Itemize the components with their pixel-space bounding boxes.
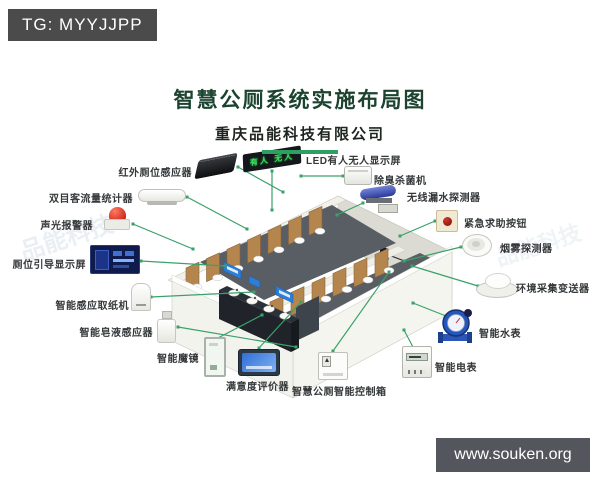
entrance-doorway (296, 296, 319, 341)
label-smart-water-meter: 智能水表 (479, 329, 521, 340)
label-stall-guidance-display: 厕位引导显示屏 (12, 260, 86, 271)
binocular-people-counter-device (138, 189, 186, 205)
page-title: 智慧公厕系统实施布局图 (173, 89, 427, 112)
stall-guidance-display-device (90, 245, 140, 274)
tg-banner: TG: MYYJJPP (8, 9, 157, 41)
smart-toilet-control-box-device (318, 352, 348, 380)
website-banner: www.souken.org (436, 438, 590, 472)
sound-light-alarm-device (104, 207, 130, 230)
label-smart-electric-meter: 智能电表 (435, 363, 477, 374)
infrared-stall-sensor-device (194, 152, 238, 180)
smart-mirror-device (204, 337, 226, 377)
connector-endpoints (131, 165, 480, 353)
label-smoke-detector: 烟雾探测器 (500, 244, 553, 255)
deodorizer-sterilizer-device (344, 166, 372, 185)
smart-water-meter-device (438, 308, 474, 353)
label-infrared-stall-sensor: 红外厕位感应器 (118, 168, 192, 179)
title-underline (262, 150, 338, 154)
header: 智慧公厕系统实施布局图 重庆品能科技有限公司 (0, 84, 600, 154)
smart-soap-dispenser-device (157, 311, 176, 343)
wireless-leak-detector-device (358, 184, 402, 213)
label-binocular-people-counter: 双目客流量统计器 (49, 194, 133, 205)
smoke-detector-device (462, 234, 492, 257)
label-emergency-call-button: 紧急求助按钮 (464, 219, 527, 230)
label-deodorizer-sterilizer: 除臭杀菌机 (374, 176, 427, 187)
emergency-call-button-device (436, 210, 458, 232)
satisfaction-evaluator-device (238, 349, 280, 376)
label-wireless-leak-detector: 无线漏水探测器 (407, 193, 481, 204)
label-smart-mirror: 智能魔镜 (157, 354, 199, 365)
label-led-occupancy-display: LED有人无人显示屏 (306, 156, 401, 167)
label-smart-soap-dispenser: 智能皂液感应器 (79, 328, 153, 339)
company-name: 重庆品能科技有限公司 (214, 126, 385, 143)
sink-counter (219, 286, 299, 352)
label-environment-transmitter: 环境采集变送器 (516, 284, 590, 295)
environment-transmitter-device (476, 273, 518, 299)
smart-electric-meter-device (402, 346, 432, 378)
label-smart-toilet-control-box: 智慧公厕智能控制箱 (292, 387, 387, 398)
label-smart-paper-dispenser: 智能感应取纸机 (55, 301, 129, 312)
smart-paper-dispenser-device (131, 283, 151, 311)
label-satisfaction-evaluator: 满意度评价器 (226, 382, 289, 393)
wall-signs (223, 261, 294, 304)
label-sound-light-alarm: 声光报警器 (40, 221, 93, 232)
